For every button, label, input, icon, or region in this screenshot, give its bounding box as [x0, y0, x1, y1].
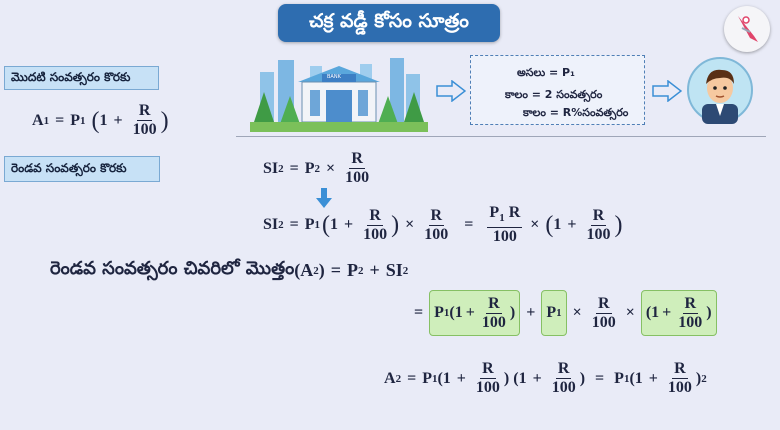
arrow-right-icon — [436, 79, 467, 107]
first-year-label: మొదటి సంవత్సరం కొరకు — [4, 66, 159, 90]
info-box: అసలు = P₁ కాలం = 2 సంవత్సరం కాలం = R%సంవ… — [470, 55, 645, 125]
arrow-right-icon — [652, 79, 683, 107]
page-title: చక్ర వడ్డీ కోసం సూత్రం — [278, 4, 500, 42]
divider — [236, 136, 766, 137]
rate-text: కాలం = R%సంవత్సరం — [523, 106, 629, 119]
avatar — [686, 56, 754, 129]
second-year-label: రెండవ సంవత్సరం కొరకు — [4, 156, 160, 182]
bank-sign: BANK — [327, 74, 341, 80]
time-text: కాలం = 2 సంవత్సరం — [505, 88, 603, 101]
principal-text: అసలు = P₁ — [517, 66, 575, 79]
second-year-end-text: రెండవ సంవత్సరం చివరిలో మొత్తం — [50, 258, 295, 279]
bank-illustration — [250, 52, 428, 132]
arrow-down-icon — [316, 188, 332, 213]
logo-icon — [724, 6, 770, 52]
